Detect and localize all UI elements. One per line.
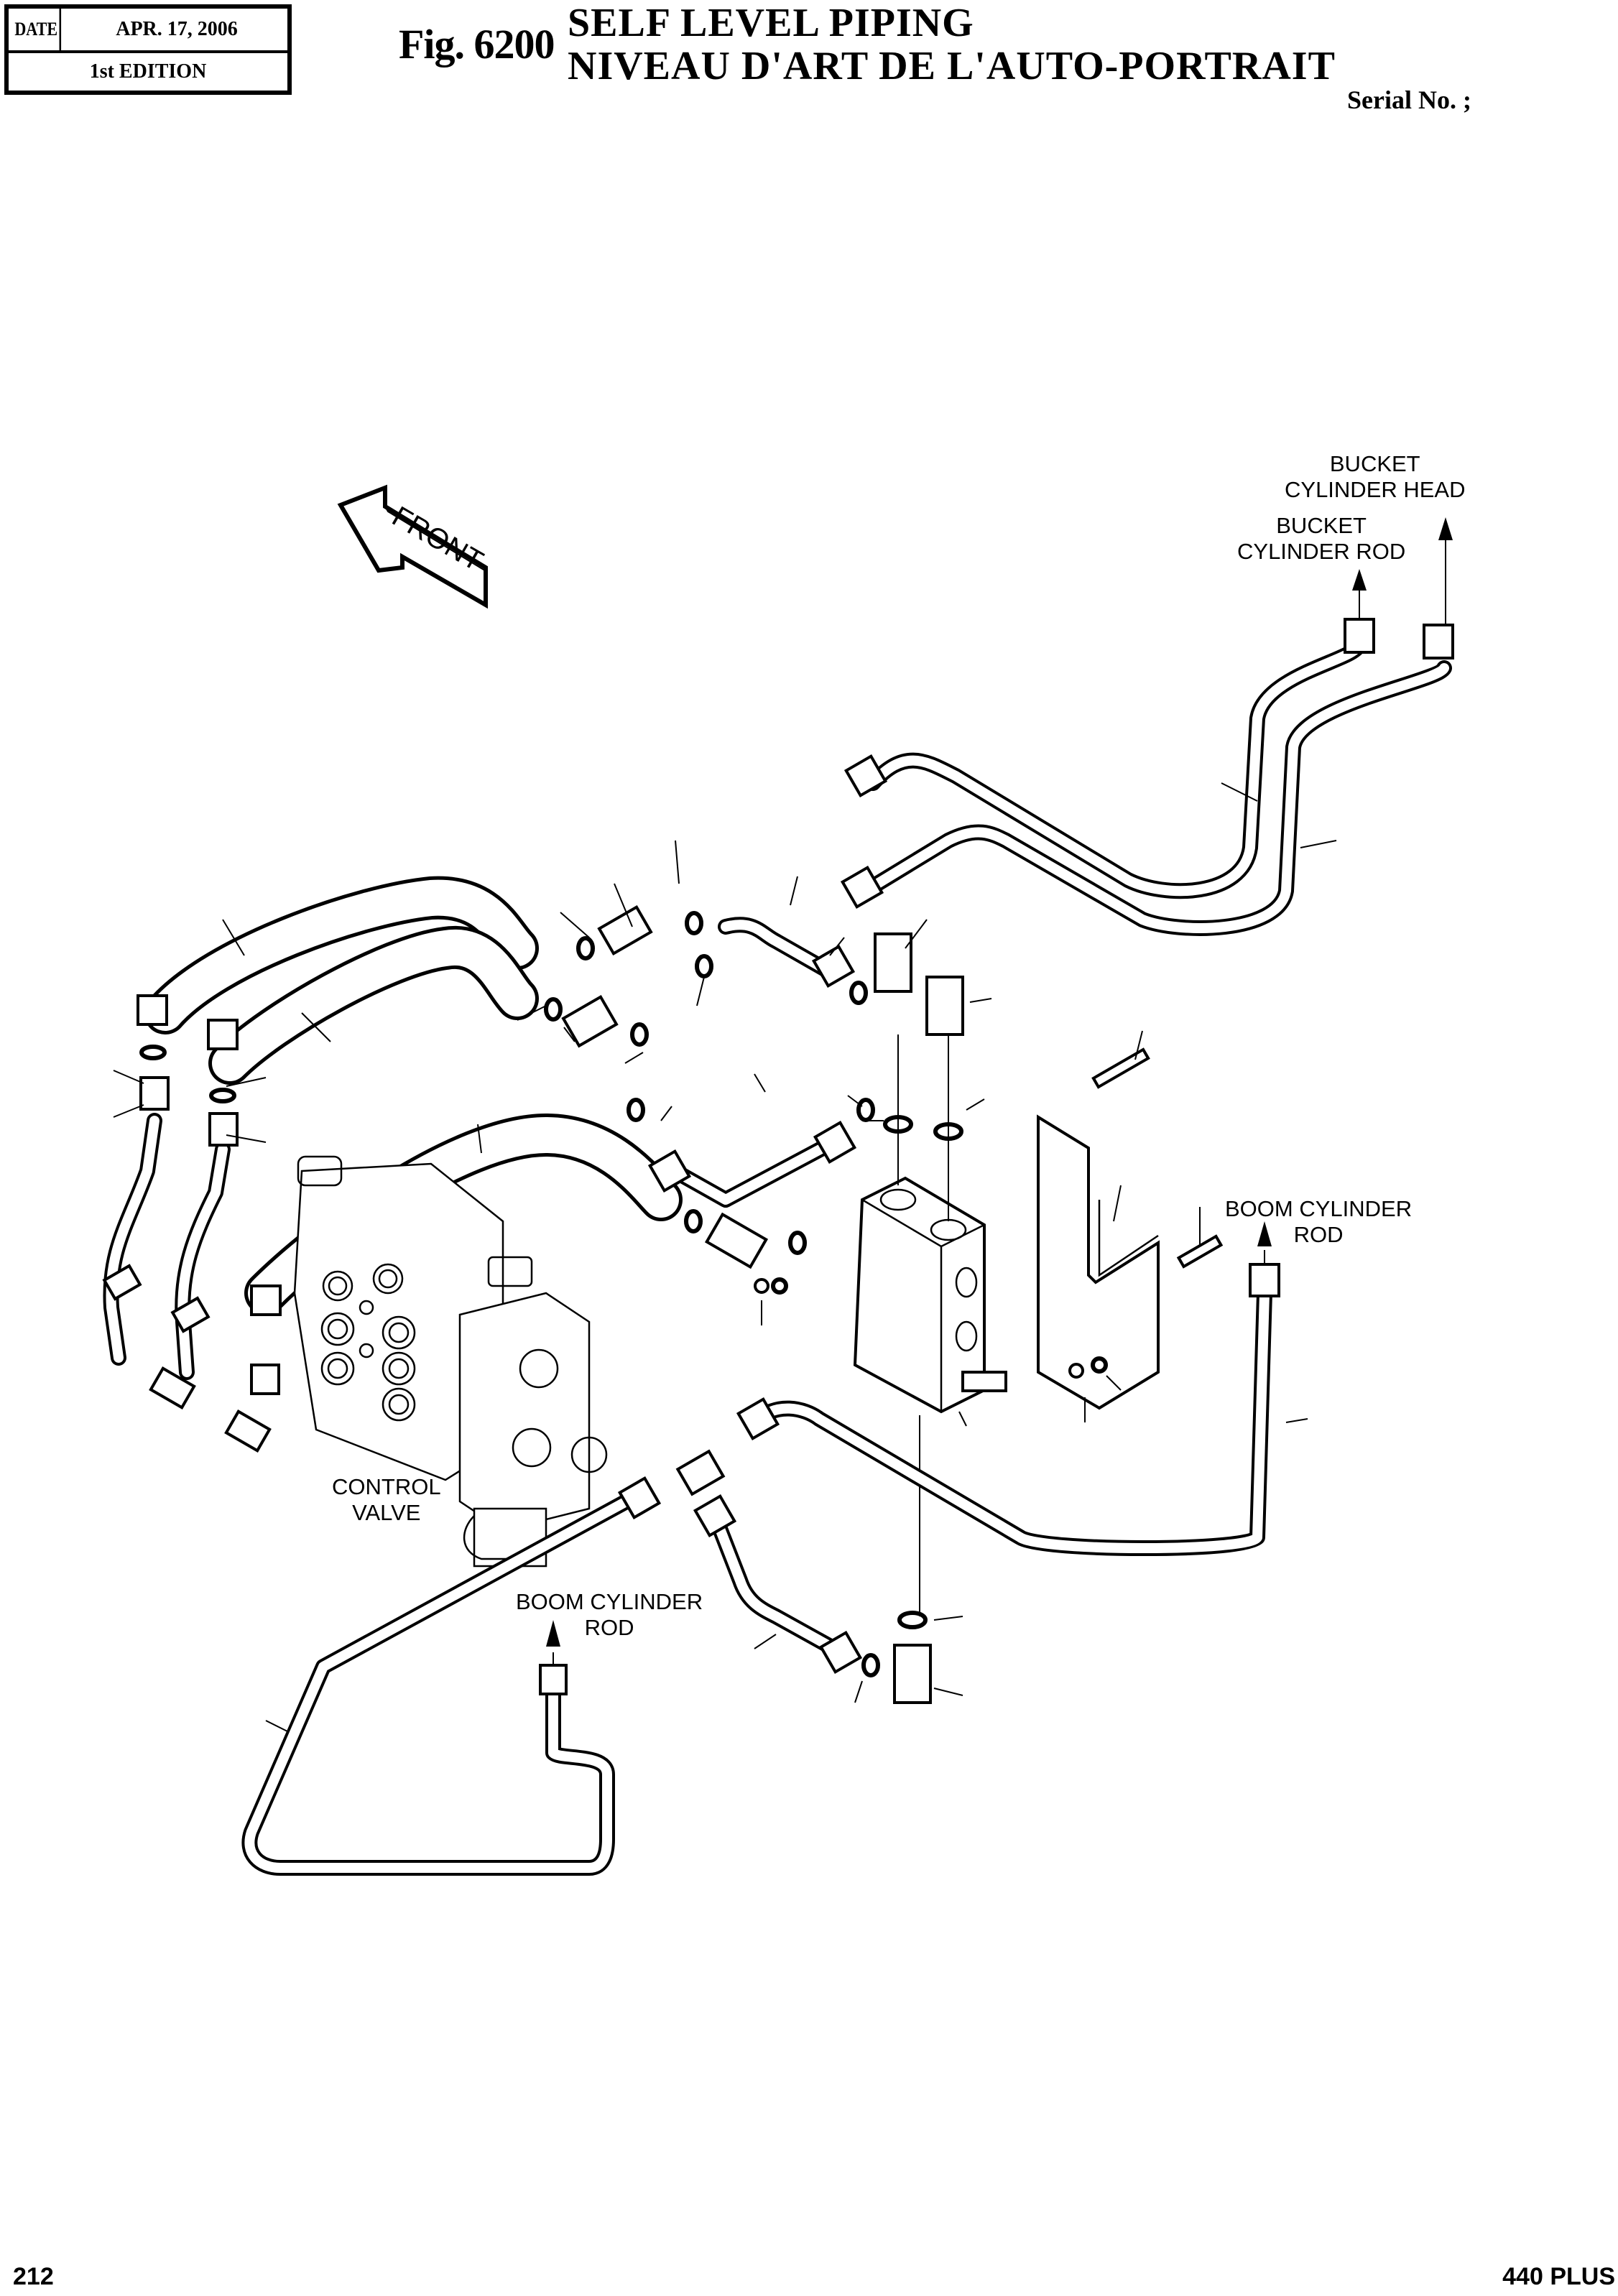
bucket-cylinder-head-tube	[858, 660, 1452, 936]
o-ring	[209, 1088, 236, 1103]
self-level-valve-block	[853, 1176, 1007, 1414]
elbow-fitting	[925, 976, 964, 1036]
o-ring	[685, 911, 703, 935]
tee-fitting	[675, 1449, 726, 1496]
o-ring	[630, 1022, 649, 1047]
bucket-cylinder-head-label: BUCKET CYLINDER HEAD	[1285, 451, 1466, 502]
boom-cylinder-rod-label-bottom: BOOM CYLINDER ROD	[516, 1589, 703, 1640]
nut	[102, 1264, 142, 1301]
model-name: 440 PLUS	[1502, 2263, 1615, 2290]
upper-hose-2	[208, 925, 539, 1085]
mounting-bracket	[1037, 1114, 1160, 1410]
boom-cylinder-rod-label-right: BOOM CYLINDER ROD	[1225, 1196, 1413, 1247]
upper-hose-1	[144, 876, 539, 1034]
elbow-adapter	[224, 1409, 272, 1453]
nut	[617, 1476, 662, 1520]
left-tube-2	[175, 1142, 231, 1380]
check-valve-fitting	[597, 904, 653, 956]
bolt	[1176, 1234, 1224, 1269]
bucket-cylinder-rod-label: BUCKET CYLINDER ROD	[1237, 513, 1406, 564]
page-title-english: SELF LEVEL PIPING	[568, 1, 974, 45]
o-ring	[544, 997, 563, 1022]
nut	[1068, 1363, 1084, 1379]
elbow-fitting	[137, 994, 168, 1026]
elbow-fitting	[893, 1644, 932, 1704]
elbow-fitting	[207, 1019, 239, 1050]
elbow-adapter	[149, 1366, 196, 1409]
o-ring	[861, 1653, 880, 1677]
bucket-rod-arrow-icon	[1352, 569, 1367, 591]
elbow-fitting	[250, 1284, 282, 1316]
lower-short-tube	[707, 1508, 849, 1660]
o-ring	[684, 1209, 703, 1233]
bucket-cylinder-rod-tube	[865, 639, 1366, 899]
nut	[811, 944, 856, 989]
tee-fitting	[561, 994, 619, 1048]
connector-fitting	[139, 1076, 170, 1111]
control-valve-label: CONTROL VALVE	[332, 1474, 441, 1525]
boom-rod-bottom-arrow-icon	[546, 1620, 560, 1647]
o-ring	[627, 1098, 645, 1122]
o-ring	[695, 954, 713, 978]
o-ring	[576, 936, 595, 960]
elbow-fitting	[874, 932, 912, 993]
nut	[754, 1278, 769, 1294]
bucket-head-arrow-icon	[1438, 517, 1453, 540]
boom-rod-tube-right	[746, 1285, 1272, 1556]
front-direction-arrow: FRONT	[337, 484, 489, 609]
date-value: APR. 17, 2006	[116, 18, 238, 40]
nut	[818, 1630, 863, 1675]
nut	[693, 1494, 737, 1538]
elbow-fitting	[704, 1212, 769, 1269]
short-tube	[660, 917, 841, 1208]
o-ring	[897, 1611, 928, 1629]
leader-lines	[113, 782, 1337, 1732]
figure-number: Fig. 6200	[399, 21, 555, 68]
date-row: DATE APR. 17, 2006	[9, 9, 287, 53]
o-ring	[139, 1045, 167, 1060]
bucket-head-fitting	[1423, 624, 1454, 659]
left-tube-1	[103, 1113, 162, 1366]
page-title-french: NIVEAU D'ART DE L'AUTO-PORTRAIT	[568, 44, 1336, 88]
bolt	[1091, 1047, 1150, 1089]
serial-number-label: Serial No. ;	[1347, 85, 1471, 114]
o-ring	[849, 981, 868, 1005]
edition-info-box: DATE APR. 17, 2006 1st EDITION	[4, 4, 292, 95]
o-ring	[856, 1098, 875, 1122]
page-number: 212	[13, 2263, 54, 2290]
control-valve	[293, 1155, 608, 1568]
washer	[771, 1277, 788, 1295]
boom-rod-fitting-bottom	[539, 1664, 568, 1695]
boom-rod-tube-bottom-left	[241, 1486, 647, 1876]
nut	[647, 1149, 692, 1193]
connector-fitting	[208, 1112, 239, 1147]
date-label: DATE	[13, 9, 62, 50]
nut	[840, 865, 884, 909]
edition-label: 1st EDITION	[89, 60, 207, 83]
nut	[843, 754, 888, 798]
o-ring	[788, 1231, 807, 1255]
nut	[736, 1397, 780, 1441]
nut	[813, 1120, 857, 1165]
boom-rod-fitting-right	[1249, 1263, 1280, 1297]
boom-rod-arrow-icon	[1257, 1221, 1272, 1246]
bucket-rod-fitting	[1344, 618, 1375, 654]
connector-fitting	[250, 1364, 280, 1395]
washer	[1091, 1356, 1108, 1374]
nut	[170, 1296, 211, 1333]
